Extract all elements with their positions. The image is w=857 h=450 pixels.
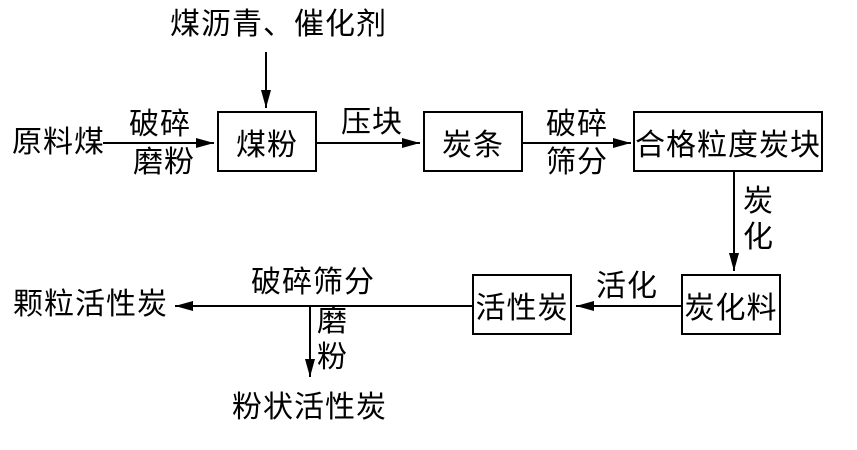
edge-label-press: 压块 [341, 106, 403, 139]
edge-label-carbonization: 炭化 [743, 185, 773, 254]
additive-input-label: 煤沥青、催化剂 [170, 8, 387, 41]
edge-label-activation: 活化 [596, 270, 658, 303]
powdered-output-label: 粉状活性炭 [232, 391, 387, 424]
edge-label-grind: 磨粉 [133, 146, 195, 179]
qualified-block-box-label: 合格粒度炭块 [635, 128, 821, 162]
carbonized-material-box: 炭化料 [681, 274, 781, 335]
coal-powder-box: 煤粉 [217, 111, 317, 172]
activated-carbon-box: 活性炭 [472, 274, 572, 335]
coal-powder-box-label: 煤粉 [236, 128, 298, 162]
granular-output-label: 颗粒活性炭 [13, 288, 168, 321]
edge-label-sieve: 筛分 [546, 146, 608, 179]
carbonized-material-box-label: 炭化料 [684, 291, 778, 325]
carbon-strip-box-label: 炭条 [442, 128, 504, 162]
edge-label-crush: 破碎 [129, 108, 191, 141]
edge-label-crush-sieve: 破碎筛分 [251, 266, 375, 299]
carbon-strip-box: 炭条 [423, 111, 523, 172]
edge-label-grinding: 磨粉 [317, 305, 347, 374]
activated-carbon-box-label: 活性炭 [475, 291, 569, 325]
qualified-block-box: 合格粒度炭块 [633, 111, 823, 172]
edge-label-crush2: 破碎 [546, 108, 608, 141]
raw-coal-input-label: 原料煤 [12, 126, 105, 159]
